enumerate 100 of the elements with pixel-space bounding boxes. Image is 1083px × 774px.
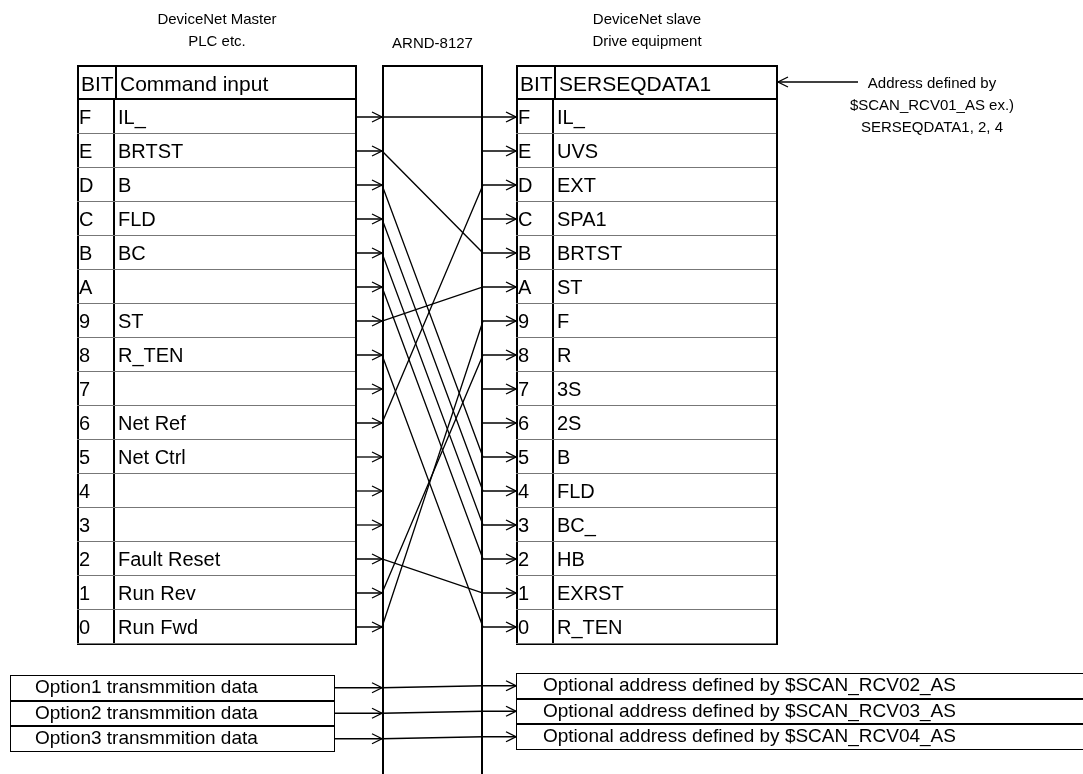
- data-box: Optional address defined by $SCAN_RCV02_AS: [516, 673, 1083, 699]
- bit-label: B: [77, 236, 115, 269]
- table-row: [516, 270, 776, 304]
- bit-label: 4: [77, 474, 115, 507]
- bit-label: 2: [516, 542, 554, 575]
- table-row: [516, 338, 776, 372]
- signal-name: BRTST: [117, 139, 184, 164]
- table-row: [77, 270, 355, 304]
- table-row: [77, 338, 355, 372]
- bit-label: F: [77, 100, 115, 133]
- data-box: Option1 transmmition data: [10, 675, 335, 701]
- bit-label: 7: [77, 372, 115, 405]
- table-row: [516, 474, 776, 508]
- table-heading: DeviceNet slave Drive equipment: [591, 9, 703, 51]
- table-row: [516, 372, 776, 406]
- arrow: [334, 731, 517, 745]
- signal-name: B: [556, 445, 571, 470]
- bit-label: 1: [516, 576, 554, 609]
- table-row: [77, 508, 355, 542]
- table-row: [516, 202, 776, 236]
- column-header: Command input: [119, 71, 269, 97]
- bit-label: 8: [77, 338, 115, 371]
- signal-name: BRTST: [556, 241, 623, 266]
- bit-label: 6: [516, 406, 554, 439]
- table-row: [516, 134, 776, 168]
- bit-label: B: [516, 236, 554, 269]
- table-row: [516, 508, 776, 542]
- table-row: [77, 440, 355, 474]
- table-row: [77, 202, 355, 236]
- arrow: [356, 519, 383, 531]
- signal-name: UVS: [556, 139, 599, 164]
- arrow: [356, 145, 517, 259]
- signal-name: Fault Reset: [117, 547, 221, 572]
- arrow: [356, 111, 517, 123]
- signal-name: Net Ref: [117, 411, 186, 436]
- arrow: [482, 145, 517, 157]
- arrow: [777, 76, 859, 88]
- bit-label: A: [77, 270, 115, 303]
- bit-label: 3: [516, 508, 554, 541]
- table-row: [516, 440, 776, 474]
- data-box: Optional address defined by $SCAN_RCV03_AS: [516, 698, 1083, 724]
- table-row: [77, 100, 355, 134]
- signal-name: 3S: [556, 377, 582, 402]
- signal-name: FLD: [556, 479, 595, 504]
- arrow: [334, 680, 517, 694]
- signal-name: EXT: [556, 173, 596, 198]
- bit-label: 6: [77, 406, 115, 439]
- signal-name: IL_: [556, 105, 585, 131]
- signal-name: EXRST: [556, 581, 624, 606]
- signal-name: FLD: [117, 207, 156, 232]
- arrow: [356, 553, 517, 599]
- table-row: [77, 576, 355, 610]
- bit-label: 2: [77, 542, 115, 575]
- bit-label: D: [516, 168, 554, 201]
- bit-label: 7: [516, 372, 554, 405]
- note-text: Address defined by $SCAN_RCV01_AS ex.) SERSEQDATA1, 2, 4: [842, 72, 1022, 152]
- bit-label: C: [516, 202, 554, 235]
- column-header: BIT: [79, 67, 117, 98]
- table-row: [77, 542, 355, 576]
- bit-label: 9: [516, 304, 554, 337]
- signal-name: ST: [556, 275, 583, 300]
- table-row: [77, 134, 355, 168]
- module-label: ARND-8127: [391, 33, 474, 53]
- data-box: Option3 transmmition data: [10, 726, 335, 752]
- bit-label: 4: [516, 474, 554, 507]
- table-heading: DeviceNet Master PLC etc.: [156, 9, 278, 51]
- signal-name: BC: [117, 241, 146, 266]
- arrow: [482, 383, 517, 395]
- bit-label: 0: [516, 610, 554, 643]
- bit-label: 8: [516, 338, 554, 371]
- arrow: [356, 281, 517, 327]
- signal-name: R: [556, 343, 572, 368]
- signal-name: R_TEN: [117, 343, 184, 369]
- data-box: Option2 transmmition data: [10, 700, 335, 726]
- table-row: [77, 406, 355, 440]
- signal-name: IL_: [117, 105, 146, 131]
- table-row: [516, 610, 776, 644]
- table-row: [77, 372, 355, 406]
- column-header: BIT: [518, 67, 556, 98]
- arrow: [482, 417, 517, 429]
- table-row: [516, 100, 776, 134]
- signal-name: R_TEN: [556, 615, 623, 641]
- table-row: [516, 406, 776, 440]
- signal-name: Net Ctrl: [117, 445, 186, 470]
- signal-name: ST: [117, 309, 144, 334]
- bit-label: E: [77, 134, 115, 167]
- signal-name: F: [556, 309, 570, 334]
- arrow: [356, 247, 517, 531]
- data-box: Optional address defined by $SCAN_RCV04_AS: [516, 724, 1083, 750]
- table-row: [77, 474, 355, 508]
- bit-label: 5: [516, 440, 554, 473]
- bit-label: 1: [77, 576, 115, 609]
- bit-label: 9: [77, 304, 115, 337]
- table-row: [516, 576, 776, 610]
- arrow: [356, 213, 517, 497]
- signal-name: Run Fwd: [117, 615, 199, 640]
- bit-label: A: [516, 270, 554, 303]
- table-row: [516, 542, 776, 576]
- table-row: [516, 236, 776, 270]
- signal-name: SPA1: [556, 207, 607, 232]
